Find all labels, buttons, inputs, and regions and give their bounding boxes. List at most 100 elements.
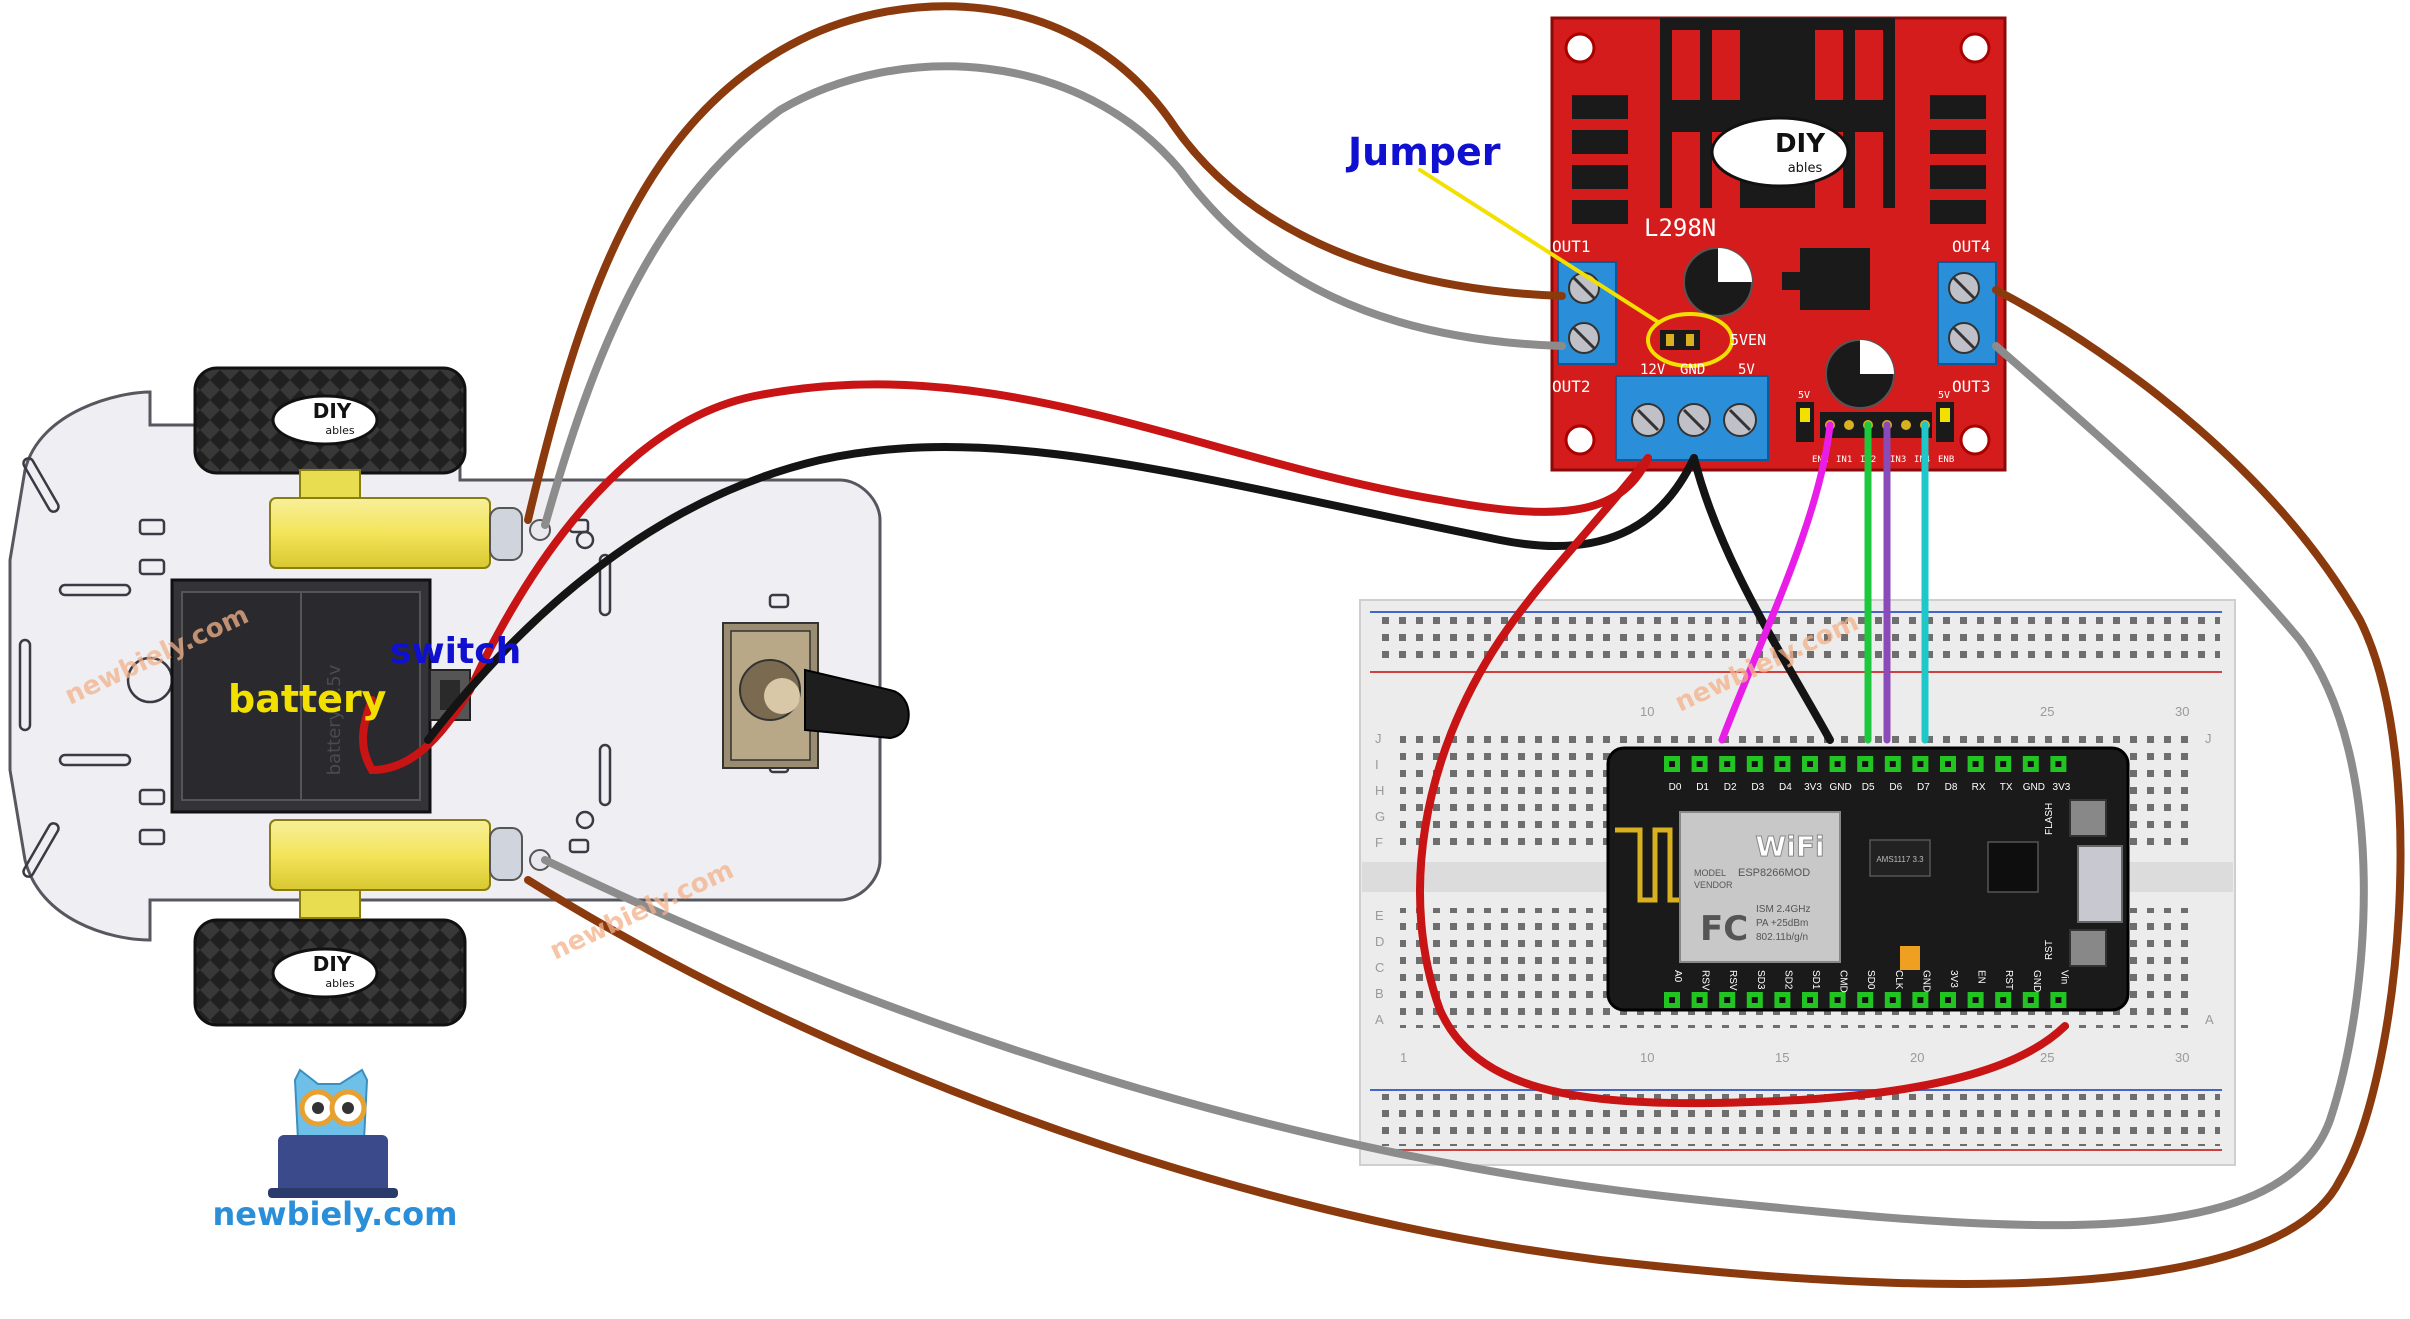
driver-brand: DIY (1775, 129, 1826, 159)
mcu-bottom-pin-label: GND (2031, 970, 2042, 992)
flash-button[interactable] (2069, 799, 2107, 837)
mcu-top-pin-label: D6 (1889, 782, 1902, 793)
fc-mark: FC (1700, 909, 1748, 949)
jumper-pointer-line (1418, 168, 1660, 324)
battery-print: battery 1.5v (324, 664, 345, 775)
sv-right-label: 5V (1938, 390, 1950, 401)
mcu-bottom-pin-label: A0 (1672, 970, 1683, 983)
mcu-bottom-pin-label: SD3 (1755, 970, 1766, 990)
mcu-top-pin-label: D5 (1862, 782, 1875, 793)
mcu-top-pin-label: GND (1829, 782, 1851, 793)
rst-button[interactable] (2069, 929, 2107, 967)
mcu-top-pin-hole (2027, 761, 2034, 767)
mcu-top-pin-hole (2055, 761, 2062, 767)
mcu-top-pin-label: D8 (1945, 782, 1958, 793)
wire-gray-bottom-motor (541, 342, 2368, 1230)
bb-row-c: C (1375, 960, 1384, 975)
wire-red-battery (359, 380, 1652, 775)
rst-label: RST (2044, 940, 2055, 960)
flash-label: FLASH (2044, 803, 2055, 835)
battery-holder: battery 1.5v (170, 578, 432, 814)
diodes-right (1930, 95, 1986, 224)
bb-col-30-top: 30 (2175, 704, 2189, 719)
mcu-top-pin-hole (2000, 761, 2007, 767)
diodes-left (1572, 95, 1628, 224)
motor-top (269, 469, 551, 569)
car-chassis: DIY ables DIY ables bat (8, 366, 910, 1027)
wifi-logo: WiFi (1755, 830, 1824, 863)
wheel-bottom-brand: DIY (313, 952, 352, 976)
wheel-top-brand: DIY (313, 399, 352, 423)
mcu-top-pin-hole (1972, 761, 1979, 767)
mcu-bottom-pin-hole (1945, 997, 1951, 1003)
bb-col-25-bottom: 25 (2040, 1050, 2054, 1065)
mcu-bottom-pin-hole (1862, 997, 1869, 1003)
switch-label: switch (390, 631, 521, 672)
bb-col-15-bottom: 15 (1775, 1050, 1789, 1065)
bb-col-25-top: 25 (2040, 704, 2054, 719)
driver-pin-label: IN3 (1890, 455, 1906, 465)
mcu-bottom-pin-hole (1834, 997, 1841, 1003)
status-led (1900, 946, 1920, 970)
mcu-bottom-pin-label: SD1 (1810, 970, 1821, 990)
mcu-top-pin-label: D1 (1696, 782, 1709, 793)
wheel-bottom-brand-sub: ables (325, 977, 355, 990)
v12-label: 12V (1640, 362, 1666, 378)
mcu-top-pin-label: RX (1972, 782, 1986, 793)
bb-row-d: D (1375, 934, 1384, 949)
mcu-bottom-pin-hole (1889, 997, 1896, 1003)
driver-pin-label: ENB (1938, 455, 1954, 465)
bb-col-10-bottom: 10 (1640, 1050, 1654, 1065)
mcu-bottom-pin-hole (2055, 997, 2062, 1003)
wheel-top: DIY ables (193, 366, 467, 475)
bb-row-e: E (1375, 908, 1384, 923)
mcu-top-pin-hole (1669, 761, 1675, 767)
bb-row-a: A (1375, 1012, 1384, 1027)
wire-magenta (1718, 421, 1834, 744)
motor-bottom (269, 819, 551, 919)
wire-black-gnd (1690, 454, 1834, 744)
wire-gray-top-motor (541, 62, 1566, 529)
l298n-driver: DIY ables L298N 5VEN (1550, 16, 2007, 472)
mcu-top-pin-label: D3 (1751, 782, 1764, 793)
mcu-bottom-pin-hole (1807, 997, 1813, 1003)
mcu-bottom-pin-hole (2027, 997, 2034, 1003)
jumper-circle (1646, 312, 1734, 368)
mcu-top-pin-label: GND (2023, 782, 2045, 793)
mcu-bottom-pin-hole (1696, 997, 1703, 1003)
mcu-bottom-pin-label: GND (1920, 970, 1931, 992)
mcu-bottom-pin-label: CLK (1893, 970, 1904, 990)
gnd-label: GND (1680, 362, 1705, 378)
jumper-label: Jumper (1345, 130, 1501, 174)
usb-chip (1987, 841, 2039, 893)
mcu-top-pin-label: D7 (1917, 782, 1930, 793)
v5-label: 5V (1738, 362, 1755, 378)
bb-row-a-right: A (2205, 1012, 2214, 1027)
mcu-bottom-pin-label: Vin (2058, 970, 2069, 984)
nodemcu-board: WiFi MODEL VENDOR ESP8266MOD FC ISM 2.4G… (1606, 746, 2130, 1012)
v5en-label: 5VEN (1730, 331, 1766, 349)
mcu-bottom-pin-hole (1751, 997, 1758, 1003)
battery-label: battery (228, 677, 387, 721)
driver-name: L298N (1644, 214, 1716, 242)
wheel-top-brand-sub: ables (325, 424, 355, 437)
wire-red-vin (1416, 454, 2069, 1108)
mcu-bottom-pin-hole (1669, 997, 1675, 1003)
wire-brown-top-motor (524, 2, 1566, 524)
chassis-slots (18, 457, 790, 878)
terminal-power (1615, 375, 1769, 461)
mcu-bottom-pin-hole (2000, 997, 2007, 1003)
wheel-bottom: DIY ables (193, 918, 467, 1027)
mcu-bottom-pin-label: CMD (1838, 970, 1849, 993)
regulator-label: AMS1117 3.3 (1876, 855, 1924, 864)
mcu-top-pin-hole (1779, 761, 1786, 767)
mcu-top-pin-hole (1751, 761, 1758, 767)
mcu-bottom-pin-hole (1972, 997, 1979, 1003)
module-line-4: ISM 2.4GHz (1756, 904, 1810, 915)
module-line-2: VENDOR (1694, 880, 1733, 890)
mcu-top-pin-hole (1862, 761, 1869, 767)
mcu-top-pin-hole (1807, 761, 1813, 767)
